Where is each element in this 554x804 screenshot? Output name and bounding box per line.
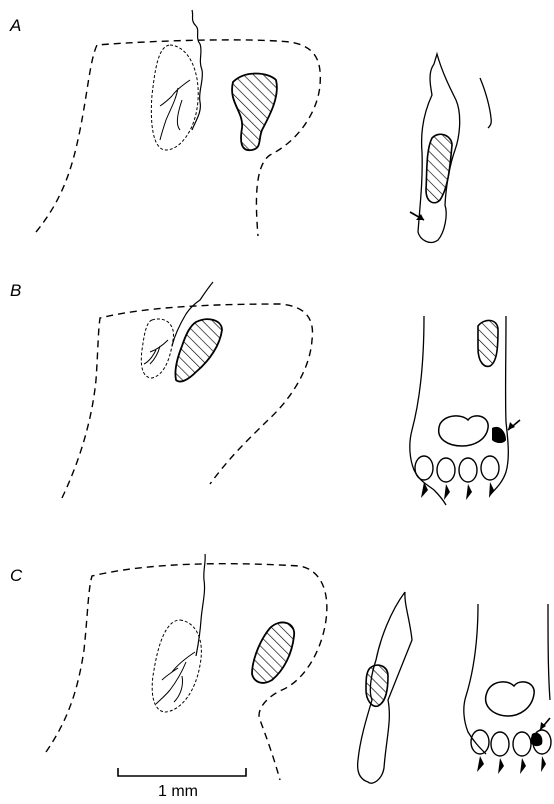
panel-c bbox=[46, 554, 551, 783]
stimulus-arrowhead bbox=[508, 422, 515, 430]
section-outline bbox=[36, 40, 320, 236]
limb-hatched-area bbox=[426, 134, 452, 202]
axon bbox=[192, 10, 202, 130]
section-outline bbox=[46, 564, 327, 780]
panel-b bbox=[62, 282, 520, 505]
scale-bar bbox=[118, 768, 246, 776]
limb-upper-curve bbox=[480, 78, 491, 128]
claws bbox=[421, 482, 494, 500]
paw-hatched-area bbox=[478, 320, 498, 366]
toe-pads bbox=[415, 456, 499, 482]
panel-a bbox=[36, 10, 491, 242]
receptive-zone bbox=[232, 74, 277, 151]
paw-pad-main bbox=[439, 416, 488, 446]
paw-pad-main bbox=[486, 682, 535, 716]
stimulus-spot bbox=[492, 427, 506, 443]
fiber-branches bbox=[156, 652, 195, 704]
fiber-region bbox=[151, 45, 198, 150]
stimulus-spot bbox=[530, 733, 542, 746]
claws bbox=[477, 756, 546, 774]
fiber-branches bbox=[160, 80, 190, 140]
fiber-branches bbox=[144, 340, 168, 364]
receptive-zone bbox=[252, 622, 294, 682]
limb-hatched-area bbox=[366, 665, 388, 706]
receptive-zone bbox=[175, 319, 222, 381]
